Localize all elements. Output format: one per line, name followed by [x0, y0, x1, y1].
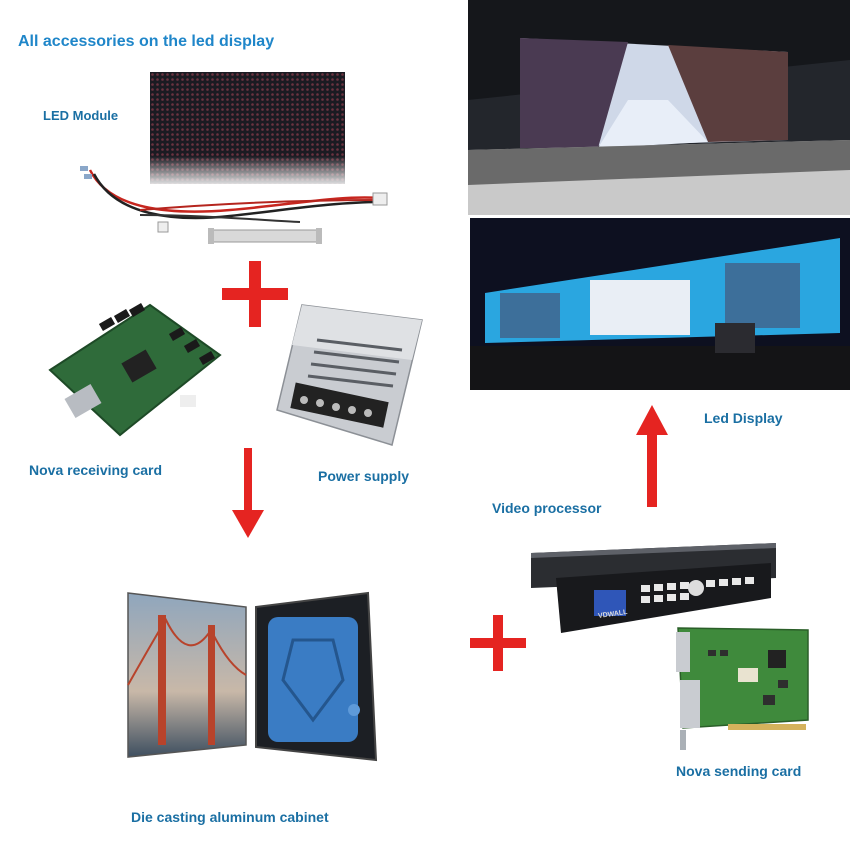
video-processor-label: Video processor: [492, 500, 602, 516]
led-display-photo-stage: [470, 218, 850, 390]
receiving-card-image: [40, 300, 225, 440]
cables-image: [80, 160, 400, 250]
led-module-label: LED Module: [43, 108, 119, 123]
video-processor-image: [526, 538, 781, 636]
led-display-photo-hall: [468, 0, 850, 215]
stage-photo-graphic: [470, 218, 850, 390]
plus-icon: [222, 261, 288, 327]
sending-card-image: [668, 620, 813, 752]
sending-card-graphic: [676, 627, 809, 750]
power-supply-image: [272, 300, 427, 450]
cabinet-label: Die casting aluminum cabinet: [131, 809, 329, 825]
hall-photo-graphic: [468, 0, 850, 215]
receiving-card-label: Nova receiving card: [29, 462, 163, 478]
video-processor-graphic: [531, 543, 776, 633]
led-display-label: Led Display: [704, 410, 783, 426]
power-supply-label: Power supply: [318, 468, 410, 484]
power-supply-graphic: [276, 304, 423, 446]
down-arrow-icon: [232, 448, 264, 540]
receiving-card-graphic: [48, 303, 222, 437]
cables-graphic: [80, 166, 388, 244]
sending-card-label: Nova sending card: [676, 763, 802, 779]
cabinet-image: [118, 585, 380, 765]
led-module-graphic: [150, 72, 345, 184]
plus-icon: [470, 615, 526, 671]
cabinet-graphic: [127, 591, 378, 762]
led-module-image: [150, 72, 345, 184]
up-arrow-icon: [636, 405, 668, 507]
page-title: All accessories on the led display: [18, 33, 275, 50]
